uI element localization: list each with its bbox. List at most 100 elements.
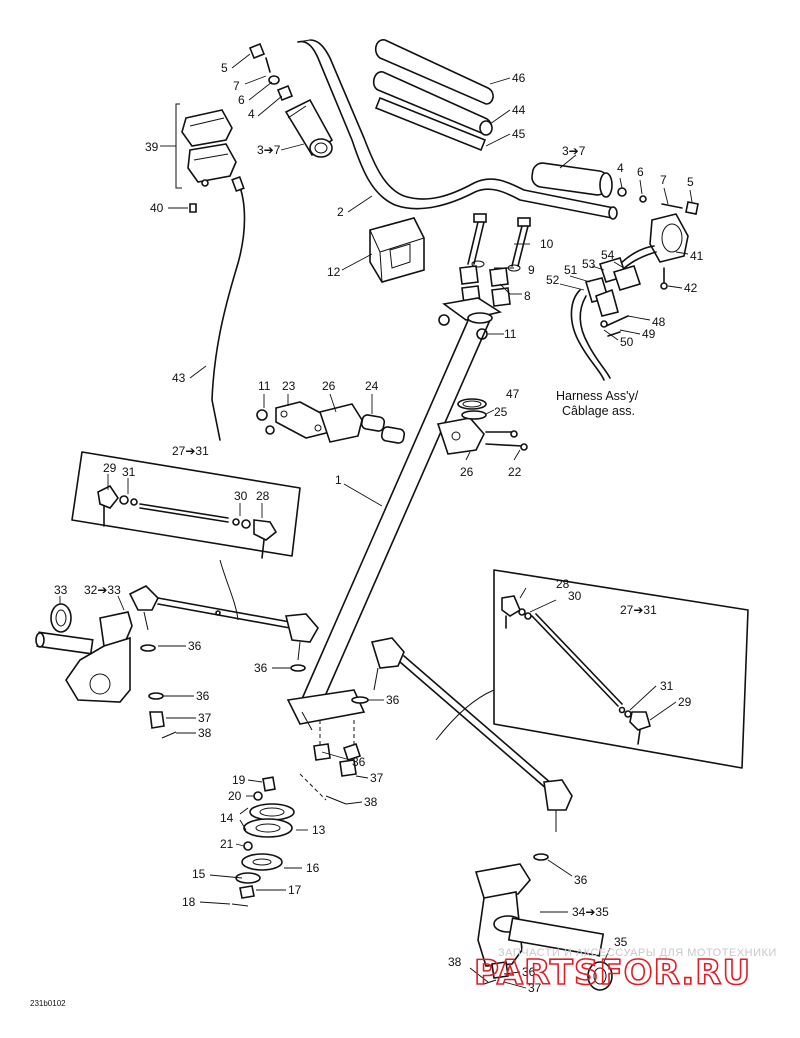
callout-36: 36 (522, 965, 536, 979)
callout-19: 19 (232, 773, 246, 787)
right-tie-rod (351, 637, 573, 832)
left-spindle-hardware (140, 644, 306, 739)
harness-note-line-1: Harness Ass'y/ (556, 389, 639, 403)
callout-38: 38 (198, 726, 212, 740)
callout-labels: 5 7 6 4 3➔7 46 44 45 39 40 2 12 10 9 8 1… (54, 61, 704, 995)
callout-3-7: 3➔7 (562, 144, 586, 158)
switch-housing (175, 103, 237, 213)
throttle-cable (211, 175, 246, 441)
callout-20: 20 (228, 789, 242, 803)
callout-53: 53 (582, 257, 596, 271)
steering-column (286, 312, 493, 731)
callout-1: 1 (335, 473, 342, 487)
callout-18: 18 (182, 895, 196, 909)
callout-38: 38 (448, 955, 462, 969)
handlebar-clamp-cover (369, 217, 425, 283)
callout-36: 36 (196, 689, 210, 703)
ignition-switch (649, 213, 689, 290)
callout-47: 47 (506, 387, 520, 401)
callout-11: 11 (504, 327, 517, 341)
callout-15: 15 (192, 867, 206, 881)
lower-bearing-stack (231, 776, 295, 907)
callout-37: 37 (528, 981, 542, 995)
callout-50: 50 (620, 335, 634, 349)
left-tie-rod (128, 585, 319, 661)
handlebar-covers (372, 39, 494, 152)
harness-note-line-2: Câblage ass. (562, 404, 635, 418)
callout-3-7: 3➔7 (257, 143, 281, 157)
callout-42: 42 (684, 281, 698, 295)
callout-36: 36 (188, 639, 202, 653)
callout-28: 28 (256, 489, 270, 503)
left-grip (284, 98, 334, 158)
callout-36: 36 (352, 755, 366, 769)
callout-11: 11 (258, 379, 271, 393)
harness-note: Harness Ass'y/ Câblage ass. (556, 389, 639, 418)
callout-7: 7 (660, 173, 667, 187)
callout-39: 39 (145, 140, 159, 154)
callout-52: 52 (546, 273, 560, 287)
callout-29: 29 (678, 695, 692, 709)
callout-2: 2 (337, 205, 344, 219)
column-linkage (256, 398, 528, 455)
callout-40: 40 (150, 201, 164, 215)
callout-4: 4 (617, 161, 624, 175)
callout-28: 28 (556, 577, 570, 591)
callout-25: 25 (494, 405, 508, 419)
callout-37: 37 (198, 711, 212, 725)
callout-38: 38 (364, 795, 378, 809)
watermark-tagline: ЗАПЧАСТИ И АКСЕССУАРЫ ДЛЯ МОТОТЕХНИКИ (498, 947, 777, 959)
callout-13: 13 (312, 823, 326, 837)
callout-23: 23 (282, 379, 296, 393)
callout-29: 29 (103, 461, 117, 475)
callout-9: 9 (528, 263, 535, 277)
watermark: ЗАПЧАСТИ И АКСЕССУАРЫ ДЛЯ МОТОТЕХНИКИ PA… (473, 947, 777, 994)
callout-34-35: 34➔35 (572, 905, 609, 919)
left-tie-rod-inset (71, 451, 301, 621)
callout-36: 36 (254, 661, 268, 675)
callout-43: 43 (172, 371, 186, 385)
leader-lines (59, 53, 693, 989)
right-tie-rod-inset (435, 569, 749, 769)
column-bottom-hardware (299, 720, 362, 805)
callout-49: 49 (642, 327, 656, 341)
callout-32-33: 32➔33 (84, 583, 121, 597)
callout-6: 6 (637, 165, 644, 179)
callout-44: 44 (512, 103, 526, 117)
callout-48: 48 (652, 315, 666, 329)
callout-17: 17 (288, 883, 302, 897)
callout-37: 37 (370, 771, 384, 785)
right-grip (531, 162, 699, 215)
callout-33: 33 (54, 583, 68, 597)
callout-7: 7 (233, 79, 240, 93)
callout-26: 26 (460, 465, 474, 479)
callout-30: 30 (234, 489, 248, 503)
callout-51: 51 (564, 263, 578, 277)
callout-46: 46 (512, 71, 526, 85)
callout-14: 14 (220, 811, 234, 825)
callout-31: 31 (660, 679, 674, 693)
callout-41: 41 (690, 249, 704, 263)
watermark-logo: PARTSFOR.RU (474, 953, 751, 993)
callout-5: 5 (221, 61, 228, 75)
callout-27-31: 27➔31 (620, 603, 657, 617)
callout-45: 45 (512, 127, 526, 141)
callout-35: 35 (614, 935, 628, 949)
callout-22: 22 (508, 465, 522, 479)
callout-16: 16 (306, 861, 320, 875)
callout-31: 31 (122, 465, 136, 479)
callout-12: 12 (327, 265, 341, 279)
callout-6: 6 (238, 93, 245, 107)
callout-10: 10 (540, 237, 554, 251)
callout-4: 4 (248, 107, 255, 121)
callout-8: 8 (524, 289, 531, 303)
wiring-harness (570, 245, 657, 381)
callout-54: 54 (601, 248, 615, 262)
callout-24: 24 (365, 379, 379, 393)
left-end-hardware (248, 42, 294, 102)
callout-36: 36 (574, 873, 588, 887)
callout-21: 21 (220, 837, 234, 851)
left-spindle (35, 603, 133, 703)
callout-36: 36 (386, 693, 400, 707)
callout-30: 30 (568, 589, 582, 603)
